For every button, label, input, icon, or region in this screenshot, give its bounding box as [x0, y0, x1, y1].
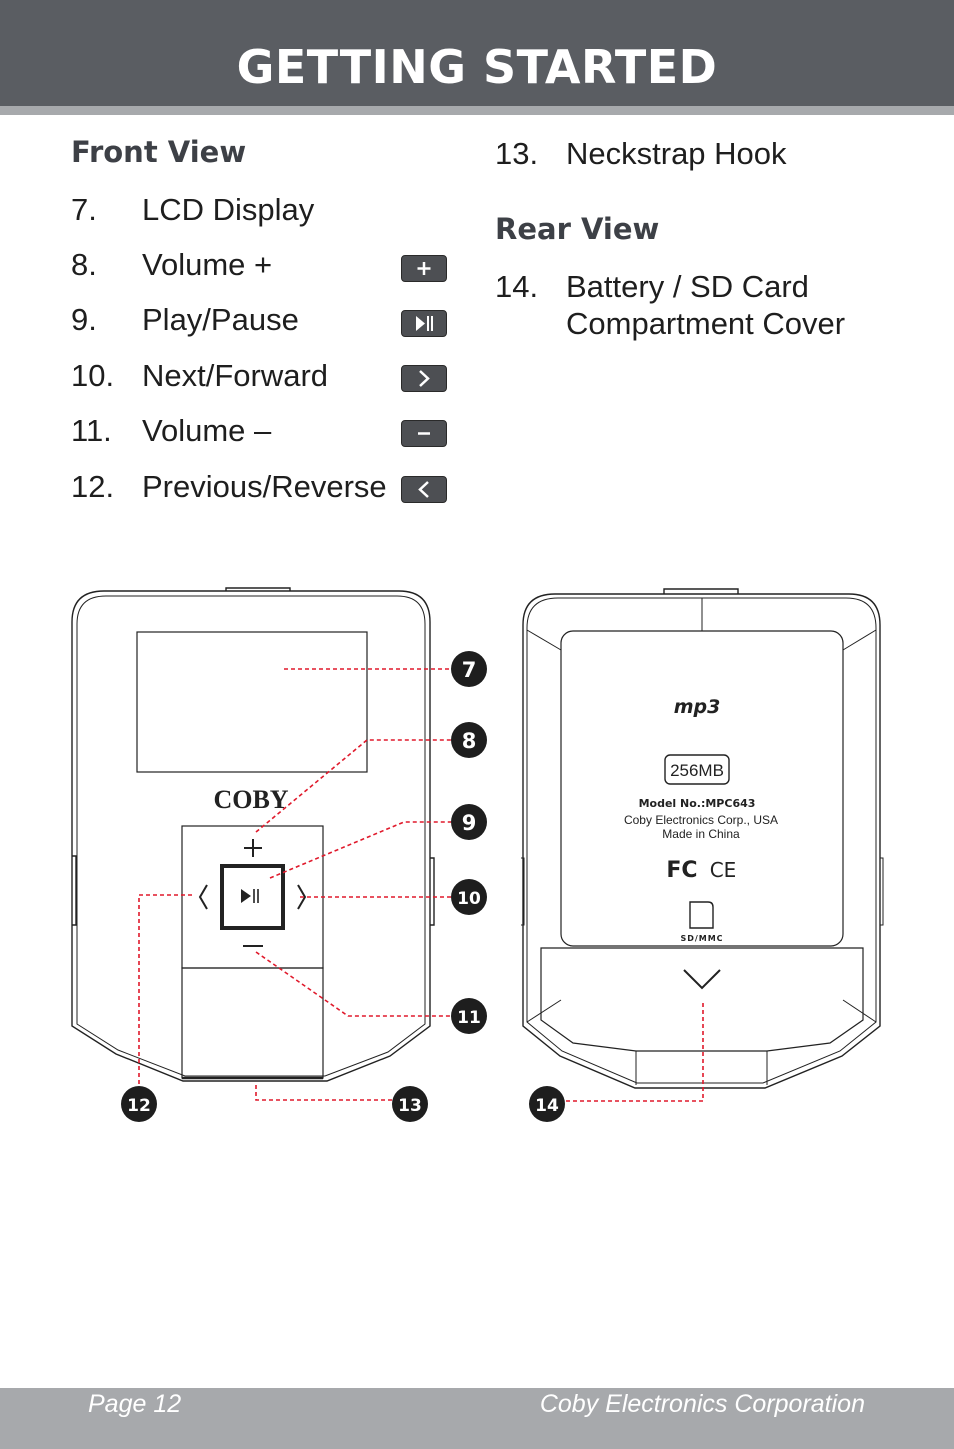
item-label: Volume +	[142, 247, 273, 282]
callout-11: 11	[451, 998, 487, 1034]
item-number: 9.	[71, 302, 97, 337]
callout-9: 9	[451, 804, 487, 840]
page-number: Page 12	[88, 1390, 182, 1418]
item-number: 13.	[495, 136, 539, 171]
lcd-display	[136, 631, 368, 773]
mp3-logo: mp3	[674, 696, 721, 718]
item-label: LCD Display	[142, 192, 315, 227]
item-label: Previous/Reverse	[142, 469, 387, 504]
play-pause-button	[220, 864, 285, 930]
svg-text:14: 14	[535, 1096, 559, 1116]
device-diagram: COBY mp3 256MB Model No.:MPC643 Coby Ele…	[71, 587, 884, 1122]
page-footer: Page 12 Coby Electronics Corporation	[0, 1388, 954, 1449]
item-number: 8.	[71, 247, 97, 282]
svg-text:12: 12	[127, 1096, 151, 1116]
callout-8: 8	[451, 722, 487, 758]
previous-key-icon	[401, 476, 447, 503]
slot-label: SD/MMC	[680, 934, 723, 943]
rear-device	[521, 588, 884, 1089]
maker-label: Coby Electronics Corp., USA	[624, 813, 778, 827]
item-label: Next/Forward	[142, 358, 329, 393]
callout-10: 10	[451, 879, 487, 915]
ce-mark: CE	[710, 858, 737, 882]
item-label: Neckstrap Hook	[566, 136, 787, 171]
callout-12: 12	[121, 1086, 157, 1122]
item-label: Volume –	[142, 413, 272, 448]
item-number: 12.	[71, 469, 115, 504]
play-pause-key-icon	[401, 310, 447, 337]
item-number: 7.	[71, 192, 97, 227]
item-label-line2: Compartment Cover	[566, 306, 846, 341]
next-button	[297, 884, 307, 910]
page-title: GETTING STARTED	[236, 40, 718, 94]
fcc-mark: FC	[666, 858, 697, 883]
rear-view-heading: Rear View	[495, 212, 660, 246]
minus-key-icon	[401, 420, 447, 447]
plus-key-icon	[401, 255, 447, 282]
svg-text:8: 8	[462, 729, 477, 753]
next-key-icon	[401, 365, 447, 392]
previous-button	[198, 884, 208, 910]
front-device	[71, 587, 435, 1082]
item-label: Play/Pause	[142, 302, 299, 337]
svg-text:7: 7	[462, 658, 477, 682]
company-name: Coby Electronics Corporation	[539, 1390, 865, 1418]
callout-7: 7	[451, 651, 487, 687]
brand-logo: COBY	[213, 785, 288, 814]
svg-text:13: 13	[398, 1096, 422, 1116]
item-label: Battery / SD Card	[566, 269, 809, 304]
svg-text:9: 9	[462, 811, 477, 835]
origin-label: Made in China	[662, 827, 740, 841]
item-number: 11.	[71, 413, 112, 448]
callout-13: 13	[392, 1086, 428, 1122]
svg-text:11: 11	[457, 1008, 481, 1028]
leader-lines	[138, 668, 704, 1102]
front-view-heading: Front View	[71, 135, 247, 169]
battery-cover	[540, 947, 864, 1052]
page-header: GETTING STARTED	[0, 0, 954, 115]
model-label: Model No.:MPC643	[639, 797, 756, 810]
item-number: 14.	[495, 269, 539, 304]
callout-14: 14	[529, 1086, 565, 1122]
volume-plus-button	[244, 839, 262, 857]
item-number: 10.	[71, 358, 115, 393]
svg-text:10: 10	[457, 889, 481, 909]
capacity-label: 256MB	[670, 761, 724, 780]
